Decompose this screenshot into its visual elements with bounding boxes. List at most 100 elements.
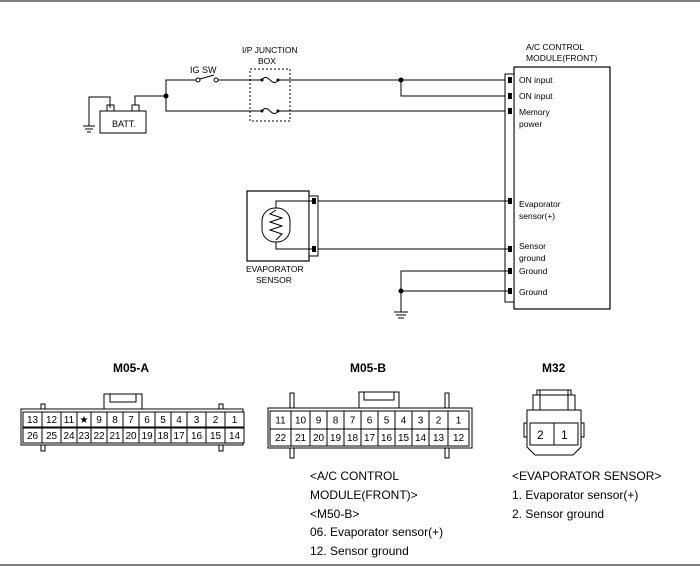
fuse-1 [261, 77, 279, 83]
connector-pin-label: 9 [96, 415, 102, 426]
pin-evap-sensor-2: sensor(+) [519, 211, 555, 221]
junction-box-label-2: BOX [258, 56, 276, 66]
connector-pin-label: 11 [275, 416, 286, 427]
connector-pin-label: 5 [384, 416, 390, 427]
connector-pin-label: 22 [275, 433, 287, 444]
power-wires [278, 79, 508, 112]
pin-memory-power-2: power [519, 119, 542, 129]
connector-pin-label: 5 [160, 415, 166, 426]
junction-dot [398, 77, 404, 83]
connector-pin-label: 3 [418, 416, 424, 427]
pin-ground-1: Ground [519, 266, 548, 276]
connector-pin-label: 4 [176, 415, 182, 426]
connector-pin-label: 10 [295, 416, 307, 427]
ig-switch [165, 74, 262, 112]
sensor-connector [308, 195, 319, 257]
m32-note-3: 2. Sensor ground [512, 507, 604, 521]
connector-pin-label: 15 [398, 433, 410, 444]
connector-pin-label: 2 [436, 416, 442, 427]
connector-pin-label: 2 [213, 415, 219, 426]
pin-memory-power-1: Memory [519, 107, 550, 117]
connector-pin-label: 13 [433, 433, 445, 444]
pin-sensor-ground-1: Sensor [519, 241, 546, 251]
connector-pin-label: 7 [350, 416, 356, 427]
m05b-note-2: MODULE(FRONT)> [310, 488, 418, 502]
connector-pin-label: 7 [128, 415, 134, 426]
connector-pin-label: 21 [295, 433, 307, 444]
connector-pin-label: 14 [229, 431, 241, 442]
m05b-note-3: <M50-B> [310, 507, 359, 521]
connector-pin-label: 11 [64, 415, 75, 426]
connector-pin-label: 15 [210, 431, 222, 442]
sensor-wires [318, 200, 508, 250]
m32-connector [523, 389, 585, 456]
connector-pin-label: 13 [27, 415, 39, 426]
fuse-terminal [260, 109, 264, 113]
junction-box-label-1: I/P JUNCTION [242, 45, 298, 55]
connector-pin-label: 16 [191, 431, 203, 442]
module-connector [504, 73, 515, 303]
m05b-note-5: 12. Sensor ground [310, 544, 409, 558]
module-pin-terminals [508, 77, 512, 294]
connector-pin-label: 14 [415, 433, 427, 444]
connector-pin-cell [224, 411, 245, 428]
m32-pin-2: 2 [537, 428, 544, 442]
connector-pin-label: 6 [144, 415, 150, 426]
connector-pin-label: 12 [46, 415, 58, 426]
connector-pin-label: 3 [194, 415, 200, 426]
pin-ground-2: Ground [519, 287, 548, 297]
connector-pin-label: 22 [93, 431, 105, 442]
module-label-2: MODULE(FRONT) [526, 53, 597, 63]
pin-sensor-ground-2: ground [519, 253, 546, 263]
battery-ground-symbol [83, 96, 111, 133]
m32-title: M32 [542, 361, 566, 375]
ig-sw-label: IG SW [190, 65, 217, 75]
connector-pin-label: 9 [316, 416, 322, 427]
sensor-pin [312, 246, 316, 252]
connector-pin-label: 19 [141, 431, 153, 442]
connector-pin-label: 1 [232, 415, 238, 426]
connector-pin-label: 16 [381, 433, 393, 444]
connector-pin-label: 8 [333, 416, 339, 427]
junction-box [249, 68, 291, 122]
m05b-note-1: <A/C CONTROL [310, 469, 399, 483]
connector-pin-label: 17 [173, 431, 185, 442]
junction-dot [398, 288, 404, 294]
connector-pin-label: 26 [27, 431, 39, 442]
connector-pin-label: 20 [313, 433, 325, 444]
connector-pin-label: 4 [401, 416, 407, 427]
connector-pin-label: 12 [453, 433, 465, 444]
m32-pin-1: 1 [561, 428, 568, 442]
connector-pin-label: 18 [157, 431, 169, 442]
battery-positive-wire [134, 95, 166, 105]
fuse-2 [261, 108, 279, 114]
connector-pin-label: 1 [456, 416, 462, 427]
fuse-terminal [260, 78, 264, 82]
sensor-label-1: EVAPORATOR [246, 264, 304, 274]
thermistor-icon [261, 200, 313, 250]
pin-on-input-2: ON input [519, 91, 553, 101]
sensor-label-2: SENSOR [256, 275, 292, 285]
connector-pin-label: 25 [46, 431, 58, 442]
connector-pin-label: 20 [125, 431, 137, 442]
connector-pin-cell [224, 427, 245, 444]
connector-pin-label: 23 [78, 431, 90, 442]
ac-control-module [513, 66, 611, 310]
connector-pin-label: 8 [112, 415, 118, 426]
connector-pin-label: 21 [109, 431, 121, 442]
connector-pin-label: 19 [330, 433, 342, 444]
sensor-pin [312, 198, 316, 204]
connector-pin-label: 17 [364, 433, 376, 444]
m05b-note-4: 06. Evaporator sensor(+) [310, 525, 443, 539]
pin-evap-sensor-1: Evaporator [519, 199, 561, 209]
m32-note-1: <EVAPORATOR SENSOR> [512, 469, 661, 483]
connector-pin-label: 24 [63, 431, 75, 442]
connector-pin-label: 6 [367, 416, 373, 427]
ground-wires [394, 270, 508, 319]
